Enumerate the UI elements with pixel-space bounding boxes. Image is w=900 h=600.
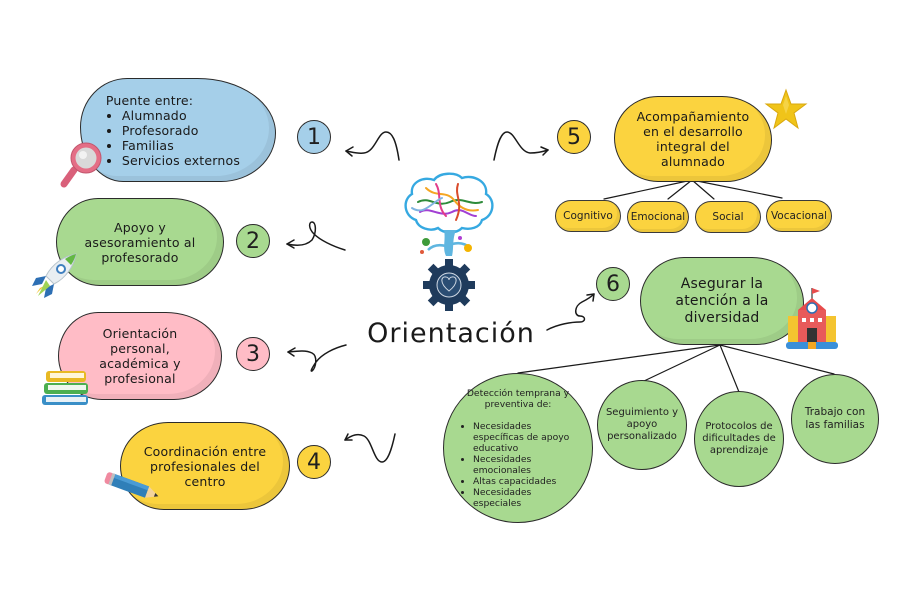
node-3-line: Orientación <box>102 326 178 341</box>
deteccion-heading: Detección temprana y preventiva de: <box>466 387 570 410</box>
node-3-line: académica y <box>99 356 181 371</box>
node-1-item: Profesorado <box>122 123 240 138</box>
node-2-bubble: Apoyo y asesoramiento al profesorado <box>56 198 224 286</box>
seguimiento-line: personalizado <box>607 431 677 442</box>
node-5-line: en el desarrollo <box>643 124 743 139</box>
node-1-item: Alumnado <box>122 108 240 123</box>
deteccion-item: Necesidades emocionales <box>473 454 579 476</box>
node-6-child-seguimiento: Seguimiento y apoyo personalizado <box>597 380 687 470</box>
familias-line: Trabajo con <box>804 406 866 418</box>
protocolos-line: dificultades de <box>702 433 776 444</box>
node-5-line: Acompañamiento <box>636 109 750 124</box>
node-1-heading: Puente entre: <box>105 92 194 108</box>
node-2-line: Apoyo y <box>114 219 166 235</box>
node-5-line: alumnado <box>660 154 725 169</box>
rocket-icon <box>28 250 80 302</box>
node-1-item: Familias <box>122 138 240 153</box>
node-6-child-deteccion: Detección temprana y preventiva de: Nece… <box>443 373 593 523</box>
node-6-number-badge: 6 <box>596 267 630 301</box>
node-5-child-cognitivo: Cognitivo <box>555 200 621 232</box>
star-icon <box>764 88 808 132</box>
arrow-to-node-2 <box>286 221 346 251</box>
node-3-line: personal, <box>110 341 170 356</box>
node-2-line: profesorado <box>101 249 179 265</box>
seguimiento-line: apoyo <box>626 419 658 430</box>
node-5-number-badge: 5 <box>557 120 591 154</box>
node-4-line: profesionales del <box>150 458 260 474</box>
protocolos-line: Protocolos de <box>705 421 773 432</box>
center-title: Orientación <box>367 318 535 349</box>
node-5-bubble: Acompañamiento en el desarrollo integral… <box>614 96 772 182</box>
node-5-child-vocacional: Vocacional <box>766 200 832 232</box>
node-4-number-badge: 4 <box>297 445 331 479</box>
node-3-bubble: Orientación personal, académica y profes… <box>58 312 222 400</box>
node-5-branches <box>603 179 783 200</box>
books-icon <box>40 366 92 408</box>
arrow-to-node-1 <box>345 131 400 161</box>
node-5-child-emocional: Emocional <box>627 201 689 233</box>
node-4-line: Coordinación entre <box>143 443 267 459</box>
arrow-to-node-4 <box>344 433 396 463</box>
node-2-line: asesoramiento al <box>84 234 196 250</box>
pencil-icon <box>100 472 166 502</box>
node-6-line: Asegurar la <box>680 275 764 292</box>
familias-line: las familias <box>805 419 865 431</box>
arrow-to-node-3 <box>287 344 347 372</box>
node-6-child-protocolos: Protocolos de dificultades de aprendizaj… <box>694 391 784 487</box>
node-3-number-badge: 3 <box>236 337 270 371</box>
arrow-to-node-6 <box>546 293 595 331</box>
node-5-child-social: Social <box>695 201 761 233</box>
node-5-line: integral del <box>656 139 730 154</box>
center-logo <box>396 172 502 312</box>
protocolos-line: aprendizaje <box>709 445 769 456</box>
brain-tree-gear-icon <box>404 172 494 311</box>
node-1-bubble: Puente entre: Alumnado Profesorado Famil… <box>80 78 276 182</box>
school-building-icon <box>784 286 840 352</box>
deteccion-item: Necesidades específicas de apoyo educati… <box>473 421 579 454</box>
node-2-number-badge: 2 <box>236 224 270 258</box>
node-4-line: centro <box>184 473 226 489</box>
node-6-branches <box>517 344 835 393</box>
deteccion-item: Necesidades especiales <box>473 487 579 509</box>
node-3-line: profesional <box>104 371 176 386</box>
node-6-bubble: Asegurar la atención a la diversidad <box>640 257 804 345</box>
node-6-line: diversidad <box>684 309 760 326</box>
magnifying-glass-icon <box>58 138 108 190</box>
seguimiento-line: Seguimiento y <box>605 407 679 418</box>
node-1-number-badge: 1 <box>297 120 331 154</box>
node-6-line: atención a la <box>675 292 769 309</box>
arrow-to-node-5 <box>493 131 549 161</box>
node-1-item: Servicios externos <box>122 153 240 168</box>
node-6-child-familias: Trabajo con las familias <box>791 374 879 464</box>
deteccion-item: Altas capacidades <box>473 476 579 487</box>
